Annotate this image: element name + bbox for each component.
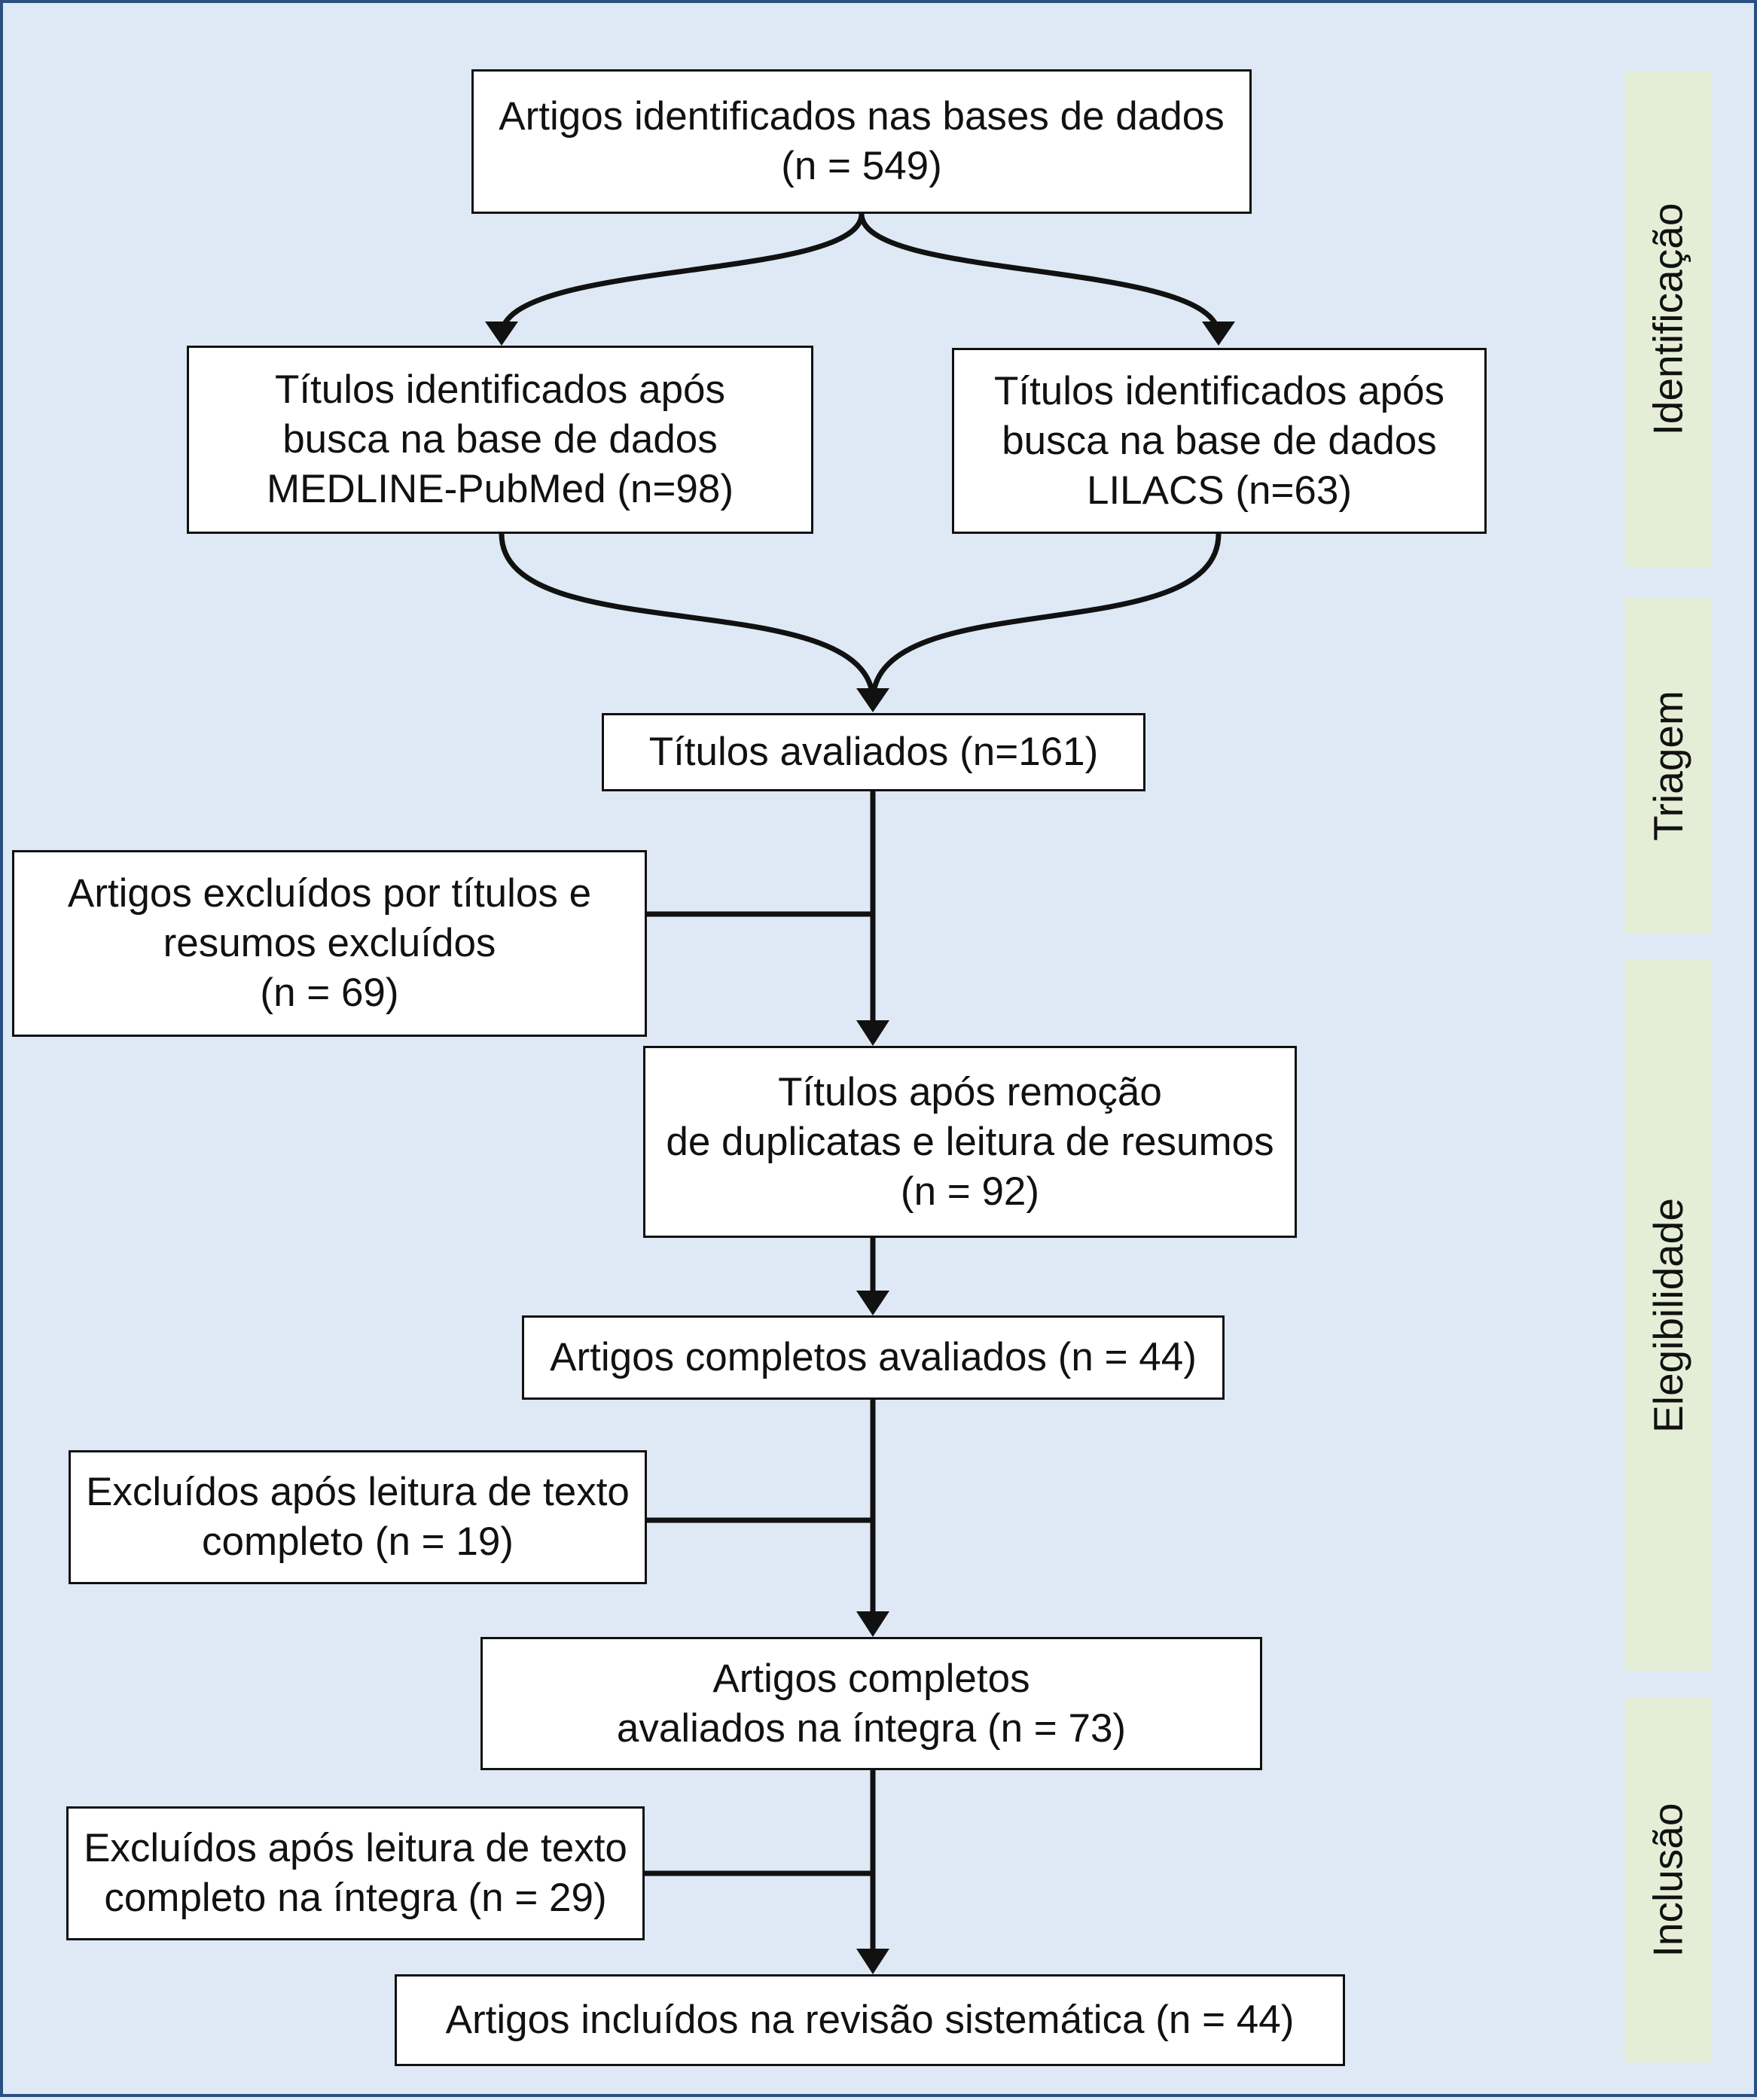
box-included: Artigos incluídos na revisão sistemática… <box>395 1974 1345 2066</box>
split-connector-right <box>859 211 1222 339</box>
box-lilacs: Títulos identificados após busca na base… <box>952 348 1487 534</box>
arrowhead-2 <box>856 1291 889 1315</box>
box-excluded-full: Excluídos após leitura de texto completo… <box>69 1450 647 1584</box>
box-full-integral: Artigos completos avaliados na íntegra (… <box>480 1637 1262 1770</box>
box-identified: Artigos identificados nas bases de dados… <box>471 69 1252 214</box>
arrowhead-merge <box>856 688 889 712</box>
stage-elegibilidade: Elegibilidade <box>1624 959 1711 1671</box>
arrowhead-right <box>1202 322 1235 346</box>
box-excluded-titles: Artigos excluídos por títulos e resumos … <box>12 850 647 1037</box>
merge-connector-right <box>870 531 1222 703</box>
merge-connector-left <box>499 531 876 703</box>
box-titles-evaluated: Títulos avaliados (n=161) <box>602 713 1145 791</box>
box-medline: Títulos identificados após busca na base… <box>187 346 813 534</box>
box-excluded-integral: Excluídos após leitura de texto completo… <box>66 1806 645 1940</box>
split-connector-left <box>499 211 865 339</box>
arrowhead-3 <box>856 1611 889 1637</box>
box-full-evaluated: Artigos completos avaliados (n = 44) <box>522 1315 1225 1400</box>
arrowhead-left <box>485 322 518 346</box>
arrowhead-1 <box>856 1020 889 1046</box>
stage-triagem: Triagem <box>1624 598 1711 933</box>
stage-identificacao: Identificação <box>1624 71 1711 568</box>
stage-inclusao: Inclusão <box>1624 1697 1711 2062</box>
arrowhead-4 <box>856 1949 889 1974</box>
connectors <box>485 211 1235 1974</box>
box-after-duplicates: Títulos após remoção de duplicatas e lei… <box>643 1046 1297 1238</box>
